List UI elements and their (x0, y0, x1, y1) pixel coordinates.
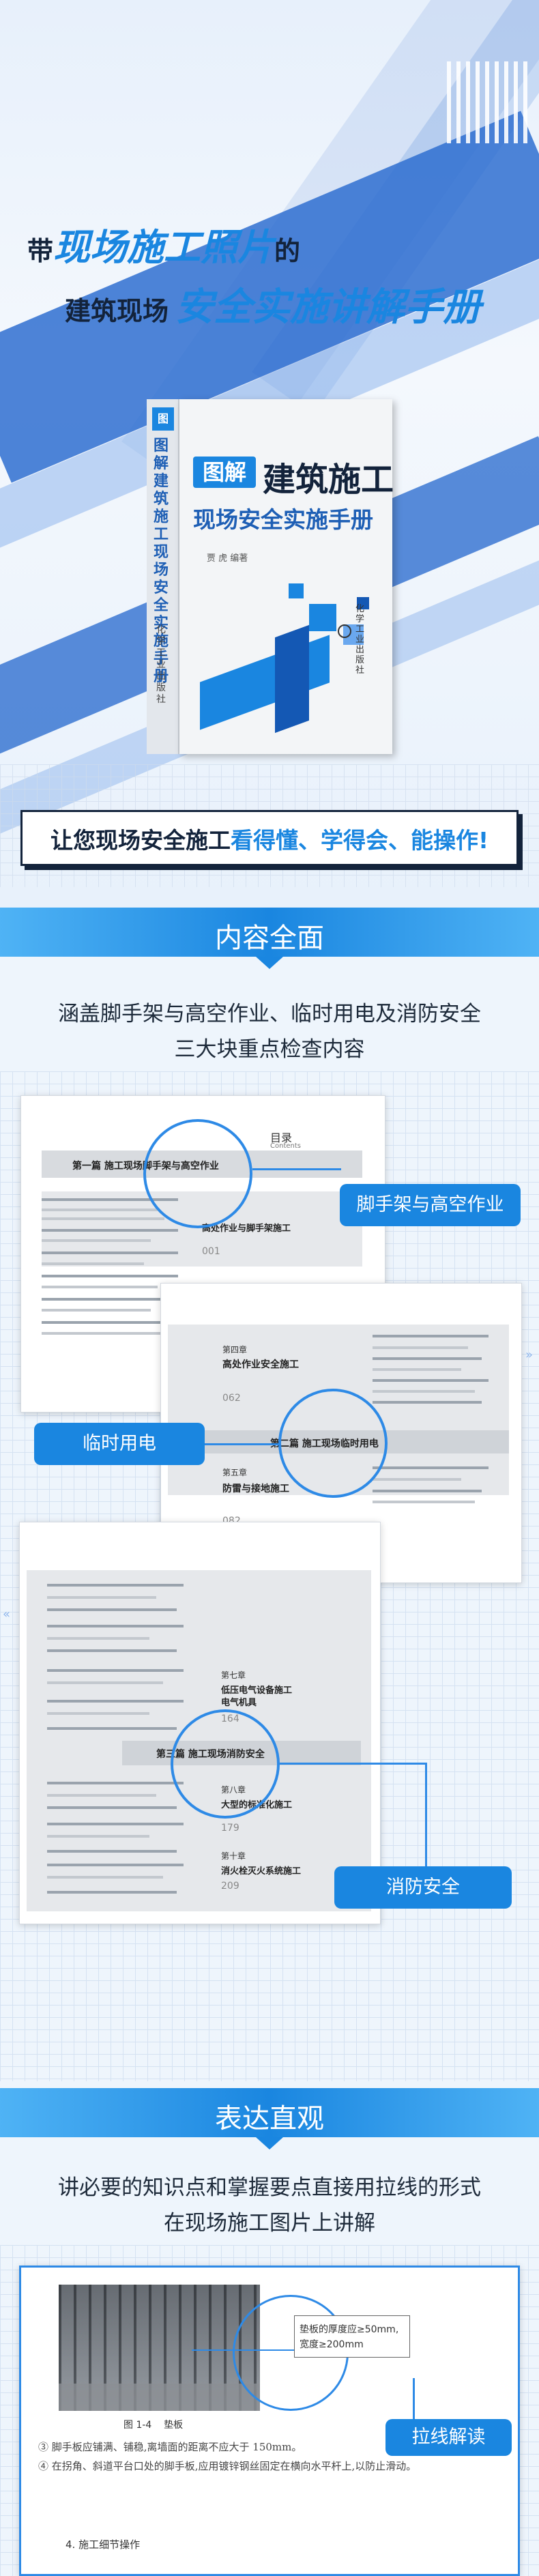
callout-temporary-power: 临时用电 (34, 1423, 205, 1465)
tagline: 让您现场安全施工看得懂、学得会、能操作! (20, 822, 519, 855)
hero-title-line2: 建筑现场安全实施讲解手册 (65, 276, 481, 332)
toc2-highlight-ring (278, 1389, 388, 1498)
chevron-left-icon: « (3, 1607, 11, 1621)
toc2-chapter2: 第五章 (222, 1468, 248, 1477)
decor-stripes (447, 61, 529, 143)
section-header-comprehensive: 内容全面 (0, 908, 539, 969)
callout-pull-line: 拉线解读 (385, 2419, 512, 2456)
callout-scaffolding: 脚手架与高空作业 (340, 1184, 521, 1226)
spine-badge: 图 (152, 407, 174, 431)
toc3-left3: 消火栓灭火系统施工 (221, 1866, 302, 1877)
annotation-line2: 宽度≥200mm (300, 2339, 364, 2350)
toc1-page: 001 (202, 1246, 220, 1257)
toc1-highlight-ring (143, 1119, 252, 1228)
body-paragraph-2: ④ 在拐角、斜道平台口处的脚手板,应用镀锌钢丝固定在横向水平杆上,以防止滑动。 (38, 2460, 417, 2472)
toc2-chapter1: 第四章 (222, 1345, 248, 1355)
section2-desc-line2: 在现场施工图片上讲解 (164, 2211, 375, 2235)
toc2-left1-page: 062 (222, 1393, 241, 1404)
tagline-box (20, 810, 519, 866)
hero-subtitle-highlight: 安全实施讲解手册 (175, 285, 482, 330)
cover-title: 建筑施工 (263, 461, 394, 499)
section2-desc-line1: 讲必要的知识点和掌握要点直接用拉线的形式 (58, 2175, 481, 2200)
cover-publisher: 化学工业出版社 (355, 604, 365, 676)
tagline-highlight: 看得懂、学得会、能操作! (230, 827, 489, 854)
section-title-intuitive: 表达直观 (215, 2103, 324, 2134)
toc1-connector (252, 1168, 341, 1170)
toc1-subtitle: 高处作业与脚手架施工 (202, 1224, 291, 1234)
cover-author-name: 贾 虎 (207, 553, 228, 564)
publisher-logo-icon (338, 624, 351, 638)
cover-graphic (200, 583, 384, 740)
hero-title-prefix: 带 (27, 236, 54, 266)
section-pointer (256, 957, 283, 969)
toc3-left1b: 电气机具 (221, 1698, 257, 1708)
spine-title: 图解 建筑施工现场安全实施手册 (154, 437, 169, 685)
chevron-right-icon: » (525, 1348, 534, 1362)
toc3-connector-h (280, 1763, 426, 1765)
cover-author: 贾 虎 编著 (207, 551, 248, 564)
book-spine: 图 图解 建筑施工现场安全实施手册 化学工业出版社 (147, 399, 179, 754)
toc2-left1: 高处作业安全施工 (222, 1359, 299, 1370)
hero-title-line1: 带现场施工照片的 (27, 217, 300, 271)
toc1-heading: 目录 (270, 1131, 293, 1144)
section-header-intuitive: 表达直观 (0, 2088, 539, 2150)
figure-caption: 图 1-4 垫板 (123, 2420, 184, 2431)
section-title-comprehensive: 内容全面 (215, 923, 324, 954)
toc3-chapter3: 第十章 (221, 1851, 246, 1861)
callout-fire-safety: 消防安全 (334, 1866, 512, 1909)
toc3-left3-page: 209 (221, 1881, 239, 1892)
toc1-heading-en: Contents (270, 1142, 301, 1150)
toc2-left2: 防雷与接地施工 (222, 1484, 289, 1494)
book-cover-image: 图 图解 建筑施工现场安全实施手册 化学工业出版社 图解 建筑施工 现场安全实施… (147, 399, 394, 754)
example-connector (413, 2378, 415, 2422)
spine-publisher: 化学工业出版社 (156, 624, 166, 705)
next-section-heading: 4. 施工细节操作 (65, 2538, 141, 2551)
toc3-connector-v (425, 1763, 427, 1868)
toc2-connector (205, 1443, 280, 1445)
toc3-highlight-ring (171, 1709, 280, 1819)
cover-subtitle: 现场安全实施手册 (193, 506, 373, 533)
cover-author-role: 编著 (230, 553, 248, 564)
annotation-box (294, 2315, 410, 2358)
hero-title-highlight: 现场施工照片 (53, 226, 275, 269)
toc3-left1: 低压电气设备施工 (221, 1685, 293, 1696)
hero-subtitle-prefix: 建筑现场 (65, 296, 169, 326)
cover-badge: 图解 (193, 457, 256, 488)
photo-floor (59, 2384, 260, 2411)
tagline-prefix: 让您现场安全施工 (50, 827, 231, 854)
body-paragraph-1: ③ 脚手板应铺满、铺稳,离墙面的距离不应大于 150mm。 (38, 2441, 302, 2453)
hero-title-suffix: 的 (274, 236, 301, 266)
toc3-left2-page: 179 (221, 1823, 239, 1834)
section1-desc-line2: 三大块重点检查内容 (174, 1037, 365, 1062)
book-front: 图解 建筑施工 现场安全实施手册 贾 虎 编著 化学工业出版社 (179, 399, 394, 754)
section-pointer-2 (256, 2137, 283, 2150)
section1-desc-line1: 涵盖脚手架与高空作业、临时用电及消防安全 (58, 1002, 481, 1026)
toc3-chapter1: 第七章 (221, 1670, 246, 1680)
annotation-line1: 垫板的厚度应≥50mm, (300, 2324, 399, 2335)
